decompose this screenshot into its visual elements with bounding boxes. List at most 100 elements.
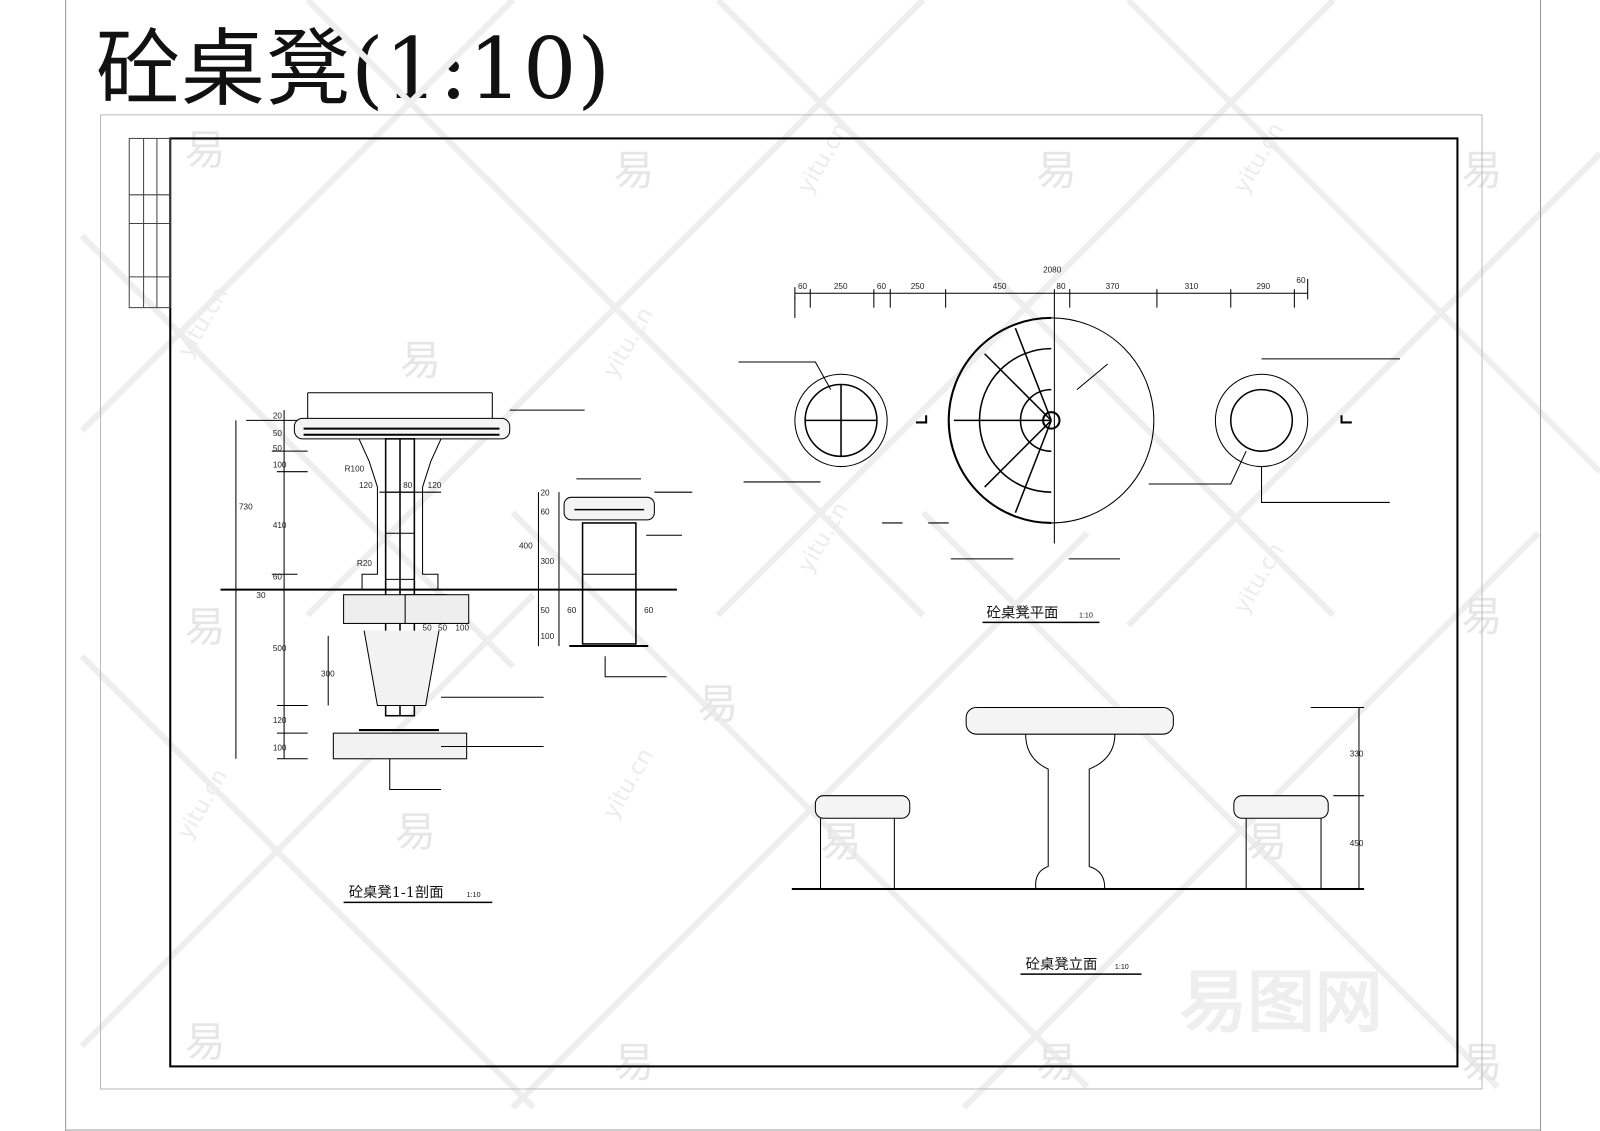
drawing-line (363, 630, 440, 706)
drawing-text: 400 (519, 542, 533, 551)
drawing-text: 易 (400, 336, 441, 384)
drawing-text: yitu.cn (793, 119, 854, 198)
drawing-text: 300 (541, 557, 555, 566)
drawing-text: 120 (359, 481, 373, 490)
drawing-text: 易 (1246, 818, 1287, 866)
drawing-line (814, 795, 911, 819)
watermark-logo: 易图网 (1179, 962, 1382, 1041)
drawing-line (581, 522, 637, 645)
drawing-text: 易 (1036, 147, 1077, 195)
drawing-text: 50 (438, 624, 448, 633)
drawing-text: 100 (273, 461, 287, 470)
drawing-line (738, 358, 1400, 560)
drawing-text: 100 (541, 632, 555, 641)
elevation-view (791, 707, 1365, 891)
drawing-line (1230, 388, 1294, 452)
drawing-text: 60 (1296, 276, 1306, 285)
drawing-text: 60 (877, 282, 887, 291)
drawing-text: 易 (1036, 1039, 1077, 1087)
drawing-text: 450 (1350, 839, 1364, 848)
drawing-line (79, 0, 1600, 1110)
drawing-text: yitu.cn (1229, 119, 1290, 198)
section-dimensions: 20 50 50 100 410 60 30 500 120 100 730 1… (239, 411, 470, 752)
drawing-text: 50 (273, 429, 283, 438)
drawing-text: 100 (455, 624, 469, 633)
drawing-line (1245, 818, 1322, 890)
drawing-text: 易 (697, 680, 738, 728)
drawing-line (819, 818, 895, 890)
drawing-text: 20 (273, 411, 283, 420)
drawing-text: 2080 (1043, 266, 1062, 275)
drawing-line (563, 496, 655, 521)
drawing-text: 730 (239, 503, 253, 512)
plan-view (738, 278, 1400, 560)
drawing-text: 易 (613, 147, 654, 195)
drawing-text: 450 (993, 282, 1007, 291)
drawing-line (235, 410, 308, 760)
drawing-text: 80 (403, 481, 413, 490)
drawing-line (965, 707, 1174, 735)
drawing-text: 20 (541, 488, 551, 497)
drawing-text: 易 (613, 1039, 654, 1087)
drawing-line (915, 415, 1352, 424)
drawing-line (404, 594, 470, 624)
drawing-text: 30 (256, 591, 266, 600)
drawing-line (805, 384, 877, 457)
drawing-text: 50 (273, 444, 283, 453)
drawing-text: 60 (798, 282, 808, 291)
drawing-frame (169, 137, 1459, 1068)
drawing-text: 120 (428, 481, 442, 490)
drawing-text: 易 (821, 818, 862, 866)
drawing-text: 易 (185, 126, 226, 174)
elevation-dimensions: 330 450 (1350, 750, 1364, 848)
drawing-text: 砼桌凳1-1剖面 (349, 884, 444, 901)
section-view (220, 392, 677, 791)
drawing-text: 250 (911, 282, 925, 291)
drawing-text: 100 (273, 744, 287, 753)
drawing-line (1042, 411, 1061, 430)
drawing-text: 310 (1185, 282, 1199, 291)
drawing-text: 60 (567, 606, 577, 615)
drawing-text: 300 (321, 670, 335, 679)
drawing-text: 易 (395, 808, 436, 856)
drawing-text: 50 (541, 606, 551, 615)
drawing-line (1310, 707, 1365, 890)
drawing-line (537, 478, 693, 678)
drawing-text: 1:10 (467, 891, 481, 899)
drawing-line (947, 316, 1052, 524)
drawing-line (794, 289, 1295, 544)
drawing-line (953, 327, 1052, 513)
drawing-line (307, 392, 585, 493)
drawing-line (794, 373, 888, 468)
drawing-text: 50 (423, 624, 433, 633)
drawing-text: yitu.cn (1229, 539, 1290, 618)
drawing-text: 60 (644, 606, 654, 615)
drawing-line (327, 635, 544, 791)
plan-dimensions: 2080 60 250 60 250 450 80 370 310 290 60 (798, 266, 1306, 291)
drawing-text: 500 (273, 644, 287, 653)
drawing-text: 120 (273, 716, 287, 725)
section-label: 砼桌凳1-1剖面 1:10 (343, 884, 493, 904)
elevation-label: 砼桌凳立面 1:10 (1020, 956, 1142, 975)
title-block-strip (128, 137, 171, 309)
drawing-text: 80 (1056, 282, 1066, 291)
drawing-line (358, 438, 442, 590)
drawing-text: R100 (345, 465, 365, 474)
stool-dimensions: 20 60 300 50 100 400 60 60 (519, 488, 654, 641)
drawing-line (1025, 734, 1116, 890)
drawing-text: 330 (1350, 750, 1364, 759)
drawing-line (1214, 373, 1309, 468)
drawing-text: 370 (1106, 282, 1120, 291)
drawing-text: 250 (834, 282, 848, 291)
drawing-text: 290 (1256, 282, 1270, 291)
drawing-text: yitu.cn (172, 764, 233, 843)
watermark-layer (79, 0, 1600, 1110)
drawing-text: 砼桌凳立面 (1026, 956, 1098, 973)
drawing-line (1233, 795, 1329, 819)
drawing-text: yitu.cn (598, 744, 659, 823)
drawing-text: 易 (185, 603, 226, 651)
drawing-text: 60 (273, 572, 283, 581)
drawing-text: 1:10 (1079, 611, 1093, 619)
stool-section (537, 478, 693, 678)
drawing-text: 60 (541, 508, 551, 517)
